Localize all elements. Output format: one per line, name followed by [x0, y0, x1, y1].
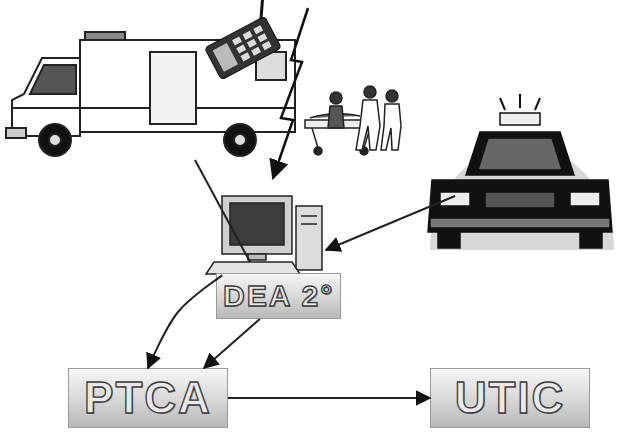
drive-slot [301, 223, 317, 225]
hub [234, 134, 246, 146]
key [253, 25, 263, 34]
process-box: UTIC [430, 368, 590, 428]
ambulance-link [195, 160, 250, 262]
phone-screen [213, 43, 238, 72]
person-body [328, 106, 344, 128]
flow-arrow [228, 397, 430, 399]
box-label: UTIC [455, 376, 566, 420]
key [243, 31, 253, 40]
process-box: DEA 2° [216, 273, 341, 319]
taxi-sign [500, 113, 540, 125]
ambulance [6, 32, 295, 156]
box-label: DEA 2° [223, 281, 334, 311]
tire [438, 232, 460, 248]
radio-signal [273, 8, 308, 178]
taxi-link [326, 196, 455, 250]
headlight [440, 192, 470, 206]
caster [314, 147, 322, 155]
wheel [39, 124, 71, 156]
monitor [222, 196, 292, 254]
key [247, 39, 257, 48]
person-body [381, 104, 401, 150]
taxi-light-rays [500, 94, 540, 110]
tower [296, 206, 322, 270]
bumper [6, 128, 26, 138]
taxi [428, 94, 614, 250]
phone-keypad [232, 25, 272, 61]
tire [580, 232, 602, 248]
hub [49, 134, 61, 146]
taxi-body [428, 180, 612, 232]
headlight [570, 192, 600, 206]
mobile-phone [194, 0, 290, 80]
person-body [356, 100, 380, 150]
flow-arrow [204, 319, 260, 368]
taxi-roof [466, 132, 574, 175]
drive-slot [301, 215, 317, 217]
roof-light [85, 32, 125, 40]
phone-body [205, 16, 282, 80]
antenna [251, 0, 274, 18]
wheel [224, 124, 256, 156]
person-head [364, 86, 376, 98]
key [236, 44, 246, 53]
monitor-stand [248, 254, 266, 260]
stretcher-crew [305, 86, 401, 155]
grille [485, 192, 555, 208]
person-head [386, 90, 398, 102]
bumper [430, 218, 610, 228]
key [232, 36, 242, 45]
ambulance-cab [12, 58, 80, 136]
key [241, 52, 251, 61]
side-door [150, 52, 196, 124]
person-head [330, 92, 342, 104]
windshield [30, 65, 76, 94]
flow-arrow [148, 275, 222, 368]
key [262, 41, 272, 50]
taxi-windshield [478, 138, 562, 170]
computer [206, 196, 322, 274]
box-label: PTCA [84, 376, 212, 420]
process-box: PTCA [68, 368, 228, 428]
key [257, 33, 267, 42]
key [251, 47, 261, 56]
